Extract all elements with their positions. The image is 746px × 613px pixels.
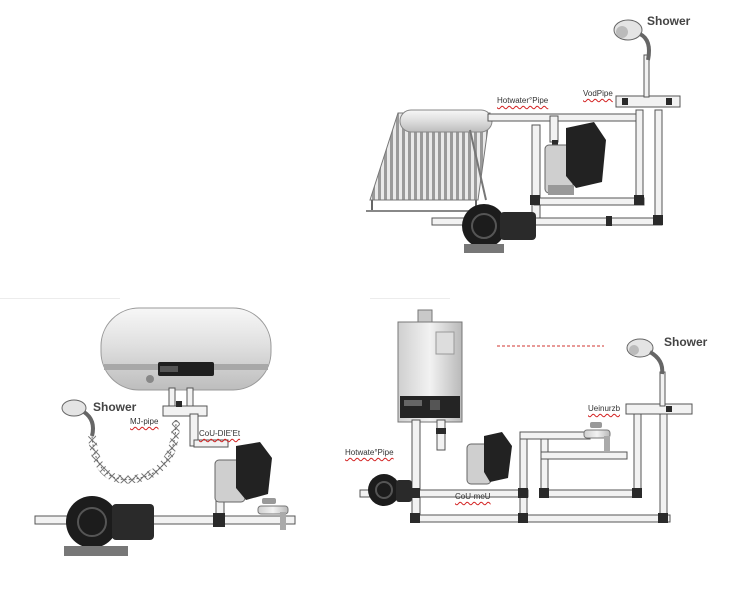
pipe-label: Ueinurzb xyxy=(588,404,621,413)
gas-booster-pump xyxy=(466,432,512,485)
heater-joints xyxy=(176,401,225,527)
panel-divider xyxy=(0,298,120,299)
electric-heater-panel xyxy=(34,307,296,556)
shower-label: Shower xyxy=(664,335,708,349)
solar-system-panel xyxy=(366,19,681,253)
water-heater-tank xyxy=(100,307,272,391)
gas-joints xyxy=(410,406,672,523)
gas-faucet-icon xyxy=(583,422,611,452)
shower-label: Shower xyxy=(647,14,691,28)
shower-head-icon xyxy=(61,399,95,437)
panel-divider xyxy=(370,298,450,299)
shower-head-icon xyxy=(613,19,651,61)
heater-main-pump xyxy=(64,496,154,556)
hot-water-pipe-label: MJ-pipe xyxy=(130,417,159,426)
gas-circulation-pump xyxy=(368,474,412,506)
solar-booster-pump xyxy=(544,122,606,195)
cold-water-pipe-label: VodPipe xyxy=(583,89,613,98)
cold-water-pipe-label: CoU-DIE'Et xyxy=(199,429,241,438)
cold-water-pipe-label: CoU-meU xyxy=(455,492,491,501)
solar-joints xyxy=(530,98,672,226)
gas-heater-panel xyxy=(359,309,693,523)
shower-head-icon xyxy=(626,338,665,375)
shower-label: Shower xyxy=(93,400,137,414)
heater-faucet-icon xyxy=(257,498,289,530)
gas-pipes xyxy=(359,371,693,523)
solar-collector xyxy=(366,109,493,212)
gas-water-heater xyxy=(397,309,463,423)
heater-booster-pump xyxy=(214,442,272,503)
hot-water-pipe-label: Hotwater°Pipe xyxy=(497,96,549,105)
solar-circulation-pump xyxy=(462,204,536,253)
hot-water-pipe-label: Hotwate°Pipe xyxy=(345,448,394,457)
